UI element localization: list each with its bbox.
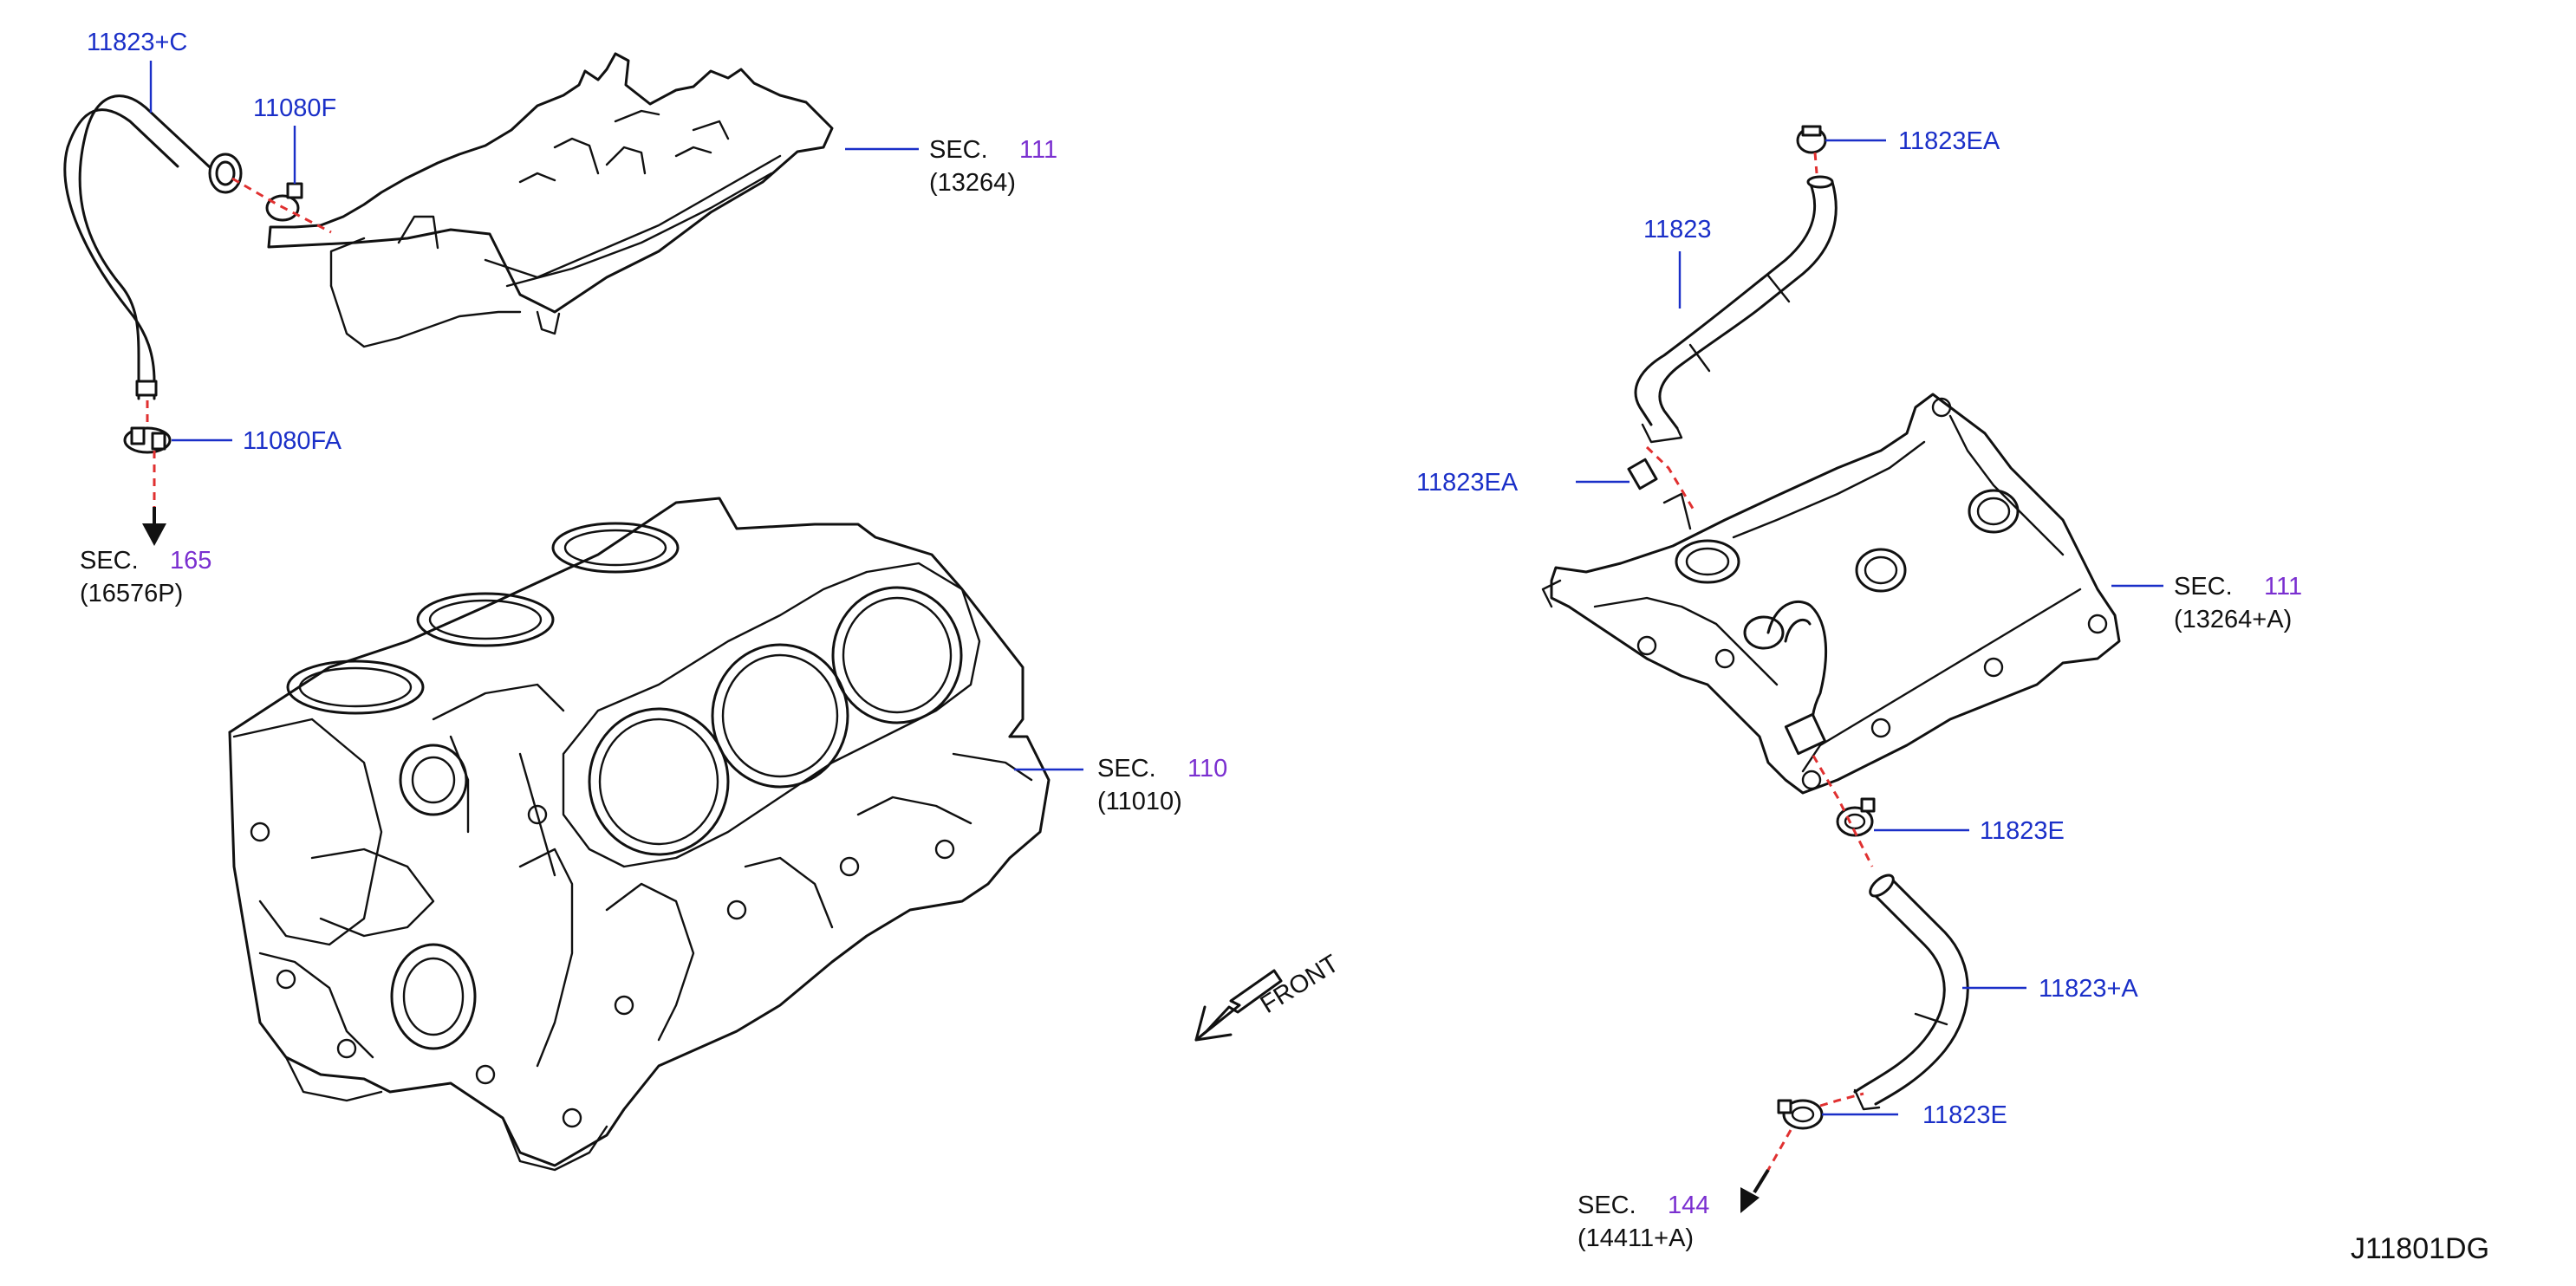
label-sec-144-ref: (14411+A) <box>1577 1224 1694 1252</box>
label-clamp-11823e-lower: 11823E <box>1922 1101 2007 1129</box>
label-sec-111-right-number: 111 <box>2264 573 2302 601</box>
cylinder-block-illustration <box>228 497 1051 1172</box>
label-sec-111-right-ref: (13264+A) <box>2174 606 2292 633</box>
right-leaders <box>1576 139 2163 1213</box>
label-sec-111-right-prefix: SEC. <box>2174 573 2233 601</box>
clamp-11823e-lower-illustration <box>1777 1099 1824 1130</box>
label-sec-165-number: 165 <box>170 547 211 575</box>
label-sec-144-prefix: SEC. <box>1577 1192 1636 1219</box>
label-sec-110-prefix: SEC. <box>1097 755 1156 783</box>
label-front: FRONT <box>1256 950 1344 1019</box>
label-sec-111-left-ref: (13264) <box>929 169 1016 197</box>
hose-11823-illustration <box>1634 175 1838 444</box>
label-hose-11823-a: 11823+A <box>2039 975 2138 1003</box>
rocker-cover-illustration <box>1541 393 2121 795</box>
label-clamp-11080f: 11080F <box>253 94 336 122</box>
label-clamp-11823ea-mid: 11823EA <box>1416 469 1519 497</box>
label-sec-165-prefix: SEC. <box>80 547 139 575</box>
label-hose-11823-c: 11823+C <box>87 29 187 56</box>
hose-11823-a-illustration <box>1853 874 1969 1111</box>
diagram-code: J11801DG <box>2351 1232 2489 1265</box>
label-hose-11823: 11823 <box>1643 216 1712 244</box>
label-sec-111-left-prefix: SEC. <box>929 136 988 164</box>
label-sec-144-number: 144 <box>1668 1192 1709 1219</box>
label-sec-110-ref: (11010) <box>1097 788 1182 815</box>
label-clamp-11080fa: 11080FA <box>243 427 342 455</box>
label-clamp-11823ea-top: 11823EA <box>1898 127 2000 155</box>
label-sec-111-left-number: 111 <box>1019 136 1057 164</box>
clamp-11823e-upper-illustration <box>1836 797 1876 837</box>
label-sec-165-ref: (16576P) <box>80 580 183 607</box>
clamp-11823ea-top-illustration <box>1796 125 1827 154</box>
intake-manifold-upper-illustration <box>267 52 834 348</box>
label-sec-110-number: 110 <box>1187 755 1227 783</box>
front-direction-arrow <box>1194 969 1283 1042</box>
clamp-11823ea-mid-illustration <box>1627 458 1658 490</box>
clamp-11080fa-illustration <box>123 426 172 454</box>
hose-11823-c-illustration <box>63 94 243 400</box>
left-upper-leaders <box>142 61 919 546</box>
label-clamp-11823e-upper: 11823E <box>1980 817 2065 845</box>
